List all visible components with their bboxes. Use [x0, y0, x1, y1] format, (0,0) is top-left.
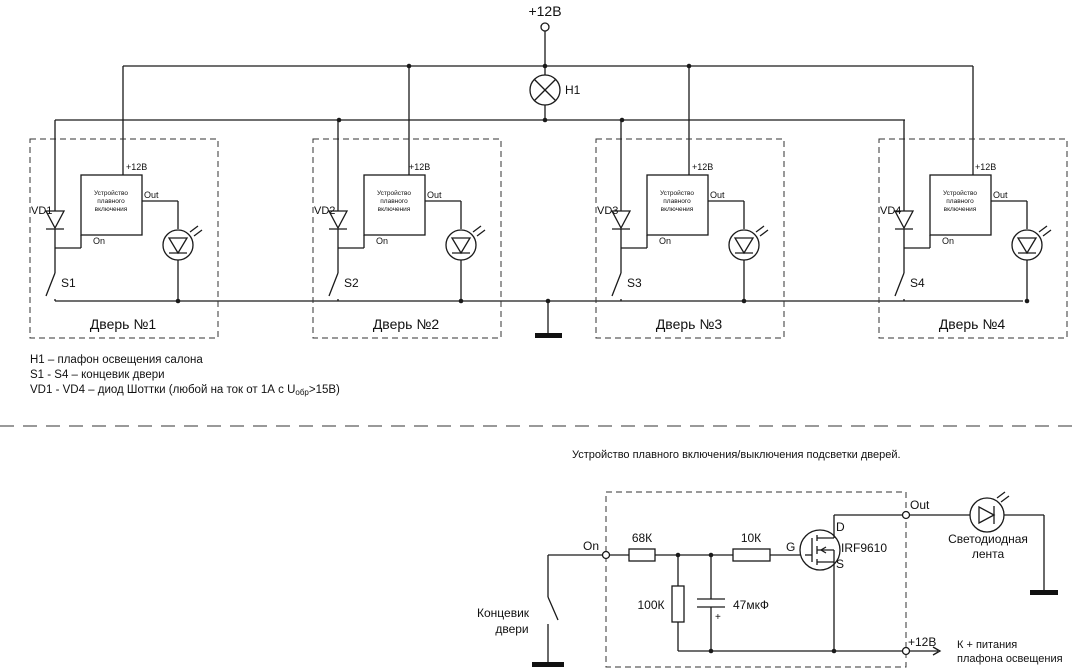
module-3-line2: плавного [663, 198, 691, 205]
out-label: Out [910, 498, 930, 512]
legend-diodes-end: >15В) [308, 384, 340, 396]
switch-label: S3 [627, 276, 642, 290]
legend: Н1 – плафон освещения салона S1 - S4 – к… [30, 353, 340, 400]
module-1-line1: Устройство [94, 189, 128, 197]
door-1 [29, 119, 219, 339]
mosfet-label: IRF9610 [841, 541, 887, 555]
switch-label: S4 [910, 276, 925, 290]
pin-power-label: +12В [409, 162, 430, 172]
door-1-labels: +12В Out On VD1 S1 Дверь №1 [31, 162, 159, 332]
bottom-title: Устройство плавного включения/выключения… [572, 449, 901, 461]
module-3-line1: Устройство [660, 189, 694, 197]
door-title: Дверь №1 [90, 316, 157, 332]
source-label: S [836, 557, 844, 571]
pin-on-label: On [942, 236, 954, 246]
diode-label: VD2 [314, 205, 335, 217]
plus12-label: +12В [908, 635, 936, 649]
diode-label: VD1 [31, 205, 52, 217]
door-title: Дверь №4 [939, 316, 1006, 332]
drain-label: D [836, 520, 845, 534]
resistor-10k [732, 548, 771, 562]
door-4-labels: +12В Out On VD4 S4 Дверь №4 [880, 162, 1008, 332]
module-4-line3: включения [944, 206, 977, 213]
legend-diodes-text: VD1 - VD4 – диод Шоттки (любой на ток от… [30, 384, 296, 396]
resistor-100k [671, 585, 685, 623]
pin-out-label: Out [427, 190, 442, 200]
module-2-line3: включения [378, 206, 411, 213]
pin-out-label: Out [710, 190, 725, 200]
module-2-line1: Устройство [377, 189, 411, 197]
diode-label: VD3 [597, 205, 618, 217]
switch-label-line2: двери [495, 622, 528, 636]
resistor-68k [628, 548, 656, 562]
diode-label: VD4 [880, 205, 901, 217]
pin-power-label: +12В [126, 162, 147, 172]
r2-label: 10К [741, 531, 761, 545]
led-label-line1: Светодиодная [948, 532, 1028, 546]
legend-h1: Н1 – плафон освещения салона [30, 354, 203, 366]
cap-label: 47мкФ [733, 598, 769, 612]
module-3-line3: включения [661, 206, 694, 213]
pin-on-label: On [93, 236, 105, 246]
door-3-labels: +12В Out On VD3 S3 Дверь №3 [597, 162, 725, 332]
legend-diodes-sub: обр [295, 388, 309, 397]
module-1-line3: включения [95, 206, 128, 213]
led-label-line2: лента [972, 547, 1005, 561]
cap-plus: + [715, 612, 721, 623]
module-4-line1: Устройство [943, 189, 977, 197]
supply-label: +12В [528, 3, 561, 19]
gate-label: G [786, 540, 795, 554]
pin-power-label: +12В [975, 162, 996, 172]
legend-switches: S1 - S4 – концевик двери [30, 369, 165, 381]
switch-label: S2 [344, 276, 359, 290]
module-enclosure [605, 491, 907, 668]
r1-label: 68К [632, 531, 652, 545]
output-label-line1: К + питания [957, 639, 1017, 651]
switch-label: S1 [61, 276, 76, 290]
lamp-label: H1 [565, 83, 581, 97]
pin-on-label: On [376, 236, 388, 246]
output-label-line2: плафона освещения [957, 653, 1063, 665]
r3-label: 100К [637, 598, 664, 612]
pin-out-label: Out [993, 190, 1008, 200]
door-title: Дверь №2 [373, 316, 440, 332]
door-2 [312, 119, 502, 339]
switch-label-line1: Концевик [477, 606, 530, 620]
pin-out-label: Out [144, 190, 159, 200]
door-title: Дверь №3 [656, 316, 723, 332]
pin-on-label: On [659, 236, 671, 246]
module-2-line2: плавного [380, 198, 408, 205]
module-4-line2: плавного [946, 198, 974, 205]
pin-power-label: +12В [692, 162, 713, 172]
module-1-line2: плавного [97, 198, 125, 205]
door-3 [595, 119, 785, 339]
led-strip-symbol [969, 497, 1005, 533]
door-2-labels: +12В Out On VD2 S2 Дверь №2 [314, 162, 442, 332]
on-label: On [583, 539, 599, 553]
legend-diodes: VD1 - VD4 – диод Шоттки (любой на ток от… [30, 383, 340, 400]
